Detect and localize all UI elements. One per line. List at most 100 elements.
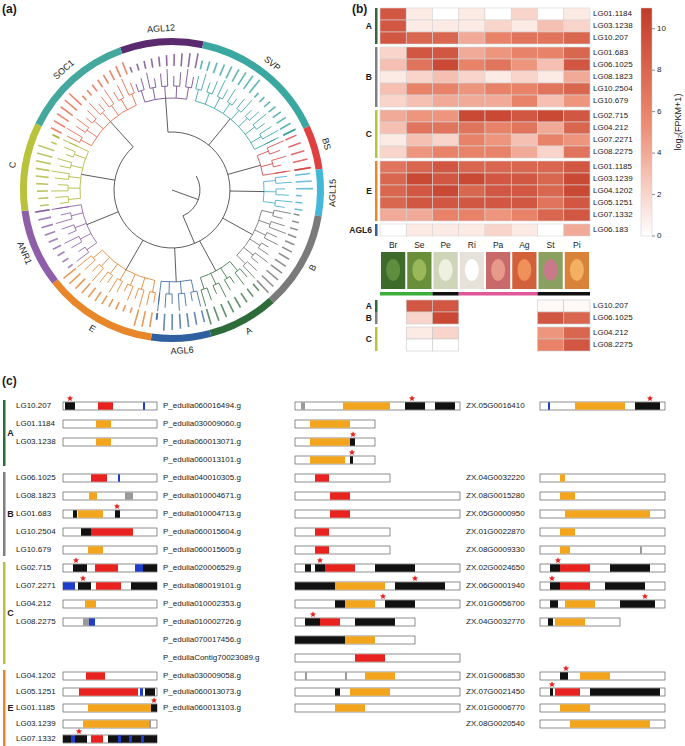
tick-mark [652, 236, 655, 237]
leaf-tick [53, 135, 59, 138]
heatmap-cell [538, 32, 564, 44]
leaf-tick [134, 309, 139, 325]
gene-bar [540, 474, 665, 482]
tick-mark [652, 70, 655, 71]
leaf-tick [156, 313, 158, 319]
leaf-tick [249, 80, 260, 93]
heatmap-cell [406, 185, 432, 197]
leaf-tick [280, 123, 290, 129]
heatmap-cell [433, 134, 459, 146]
tick-mark [652, 153, 655, 154]
clade-ring [210, 298, 274, 337]
tree-branch [104, 90, 114, 104]
clade-label: A [244, 326, 254, 337]
heatmap-cell [538, 224, 564, 236]
tree-branch [52, 171, 70, 174]
heatmap-cell [485, 95, 511, 107]
gene-domain [118, 474, 120, 481]
tree-branch [267, 141, 283, 148]
tissue-photo-detail [491, 259, 505, 281]
tree-branch [200, 278, 204, 289]
heatmap-cell [538, 20, 564, 32]
mutation-star [563, 665, 569, 671]
heatmap-cell [485, 224, 511, 236]
gene-bar [295, 528, 390, 536]
tree-branch [272, 156, 286, 160]
clade-ring [21, 210, 57, 283]
leaf-tick [109, 70, 114, 80]
gene-domain [395, 582, 445, 589]
tree-branch [255, 230, 266, 235]
gene-domain [355, 654, 385, 661]
gene-domain [91, 735, 103, 742]
leaf-tick [36, 176, 49, 177]
gene-bar [295, 688, 460, 696]
group-bar [375, 312, 378, 324]
mutation-star [310, 611, 316, 617]
group-label: E [366, 187, 372, 196]
leaf-tick [95, 292, 101, 301]
gene-label: P_eduliaContig70023089.g [163, 654, 260, 662]
leaf-tick [282, 247, 292, 252]
tree-branch [270, 150, 280, 154]
tree-branch [275, 176, 287, 177]
gene-domain [145, 688, 155, 695]
group-bar [375, 224, 378, 236]
heatmap-cell [406, 224, 432, 236]
clade-label: SVP [262, 55, 282, 73]
heatmap-cell [564, 312, 590, 324]
heatmap-cell [433, 173, 459, 185]
gene-structures [3, 395, 665, 746]
leaf-tick [275, 259, 286, 266]
heatmap-cell [485, 8, 511, 20]
tree-branch [191, 292, 193, 301]
tree-branch [251, 137, 261, 143]
tree-branch [183, 216, 195, 244]
gene-domain [575, 402, 625, 409]
tree-branch [180, 72, 181, 86]
tree-branch [120, 270, 126, 280]
heatmap-cell [459, 224, 485, 236]
heatmap-cell [433, 185, 459, 197]
heatmap [375, 8, 655, 351]
group-bar [3, 670, 6, 746]
leaf-tick [36, 161, 51, 164]
tree-branch [69, 205, 81, 207]
tree-branch [259, 220, 270, 224]
tree-branch [110, 264, 117, 274]
heatmap-cell [433, 59, 459, 71]
heatmap-cell [380, 32, 406, 44]
leaf-tick [295, 201, 302, 203]
tree-branch [78, 146, 89, 151]
leaf-tick [296, 195, 302, 197]
tree-branch [77, 119, 89, 128]
heatmap-cell [538, 95, 564, 107]
tree-branch [269, 227, 286, 233]
tree-branch [114, 92, 119, 101]
heatmap-cell [564, 20, 590, 32]
leaf-tick [75, 279, 85, 289]
heatmap-cell [406, 197, 432, 209]
gene-domain [305, 618, 320, 625]
leaf-tick [285, 135, 296, 140]
gene-label: LG06.1025 [593, 314, 633, 322]
tissue-label: Pa [493, 241, 503, 250]
heatmap-cell [459, 197, 485, 209]
tree-branch [222, 89, 227, 99]
leaf-tick [137, 64, 139, 71]
leaf-tick [267, 270, 278, 280]
heatmap-cell [406, 110, 432, 122]
leaf-tick [163, 314, 166, 331]
tree-branch [178, 294, 179, 311]
gene-domain [65, 402, 75, 409]
tree-branch [117, 85, 123, 97]
heatmap-cell [538, 209, 564, 221]
gene-label: LG04.212 [593, 329, 628, 337]
leaf-tick [52, 135, 59, 138]
tree-branch [117, 281, 123, 292]
tree-branch [185, 293, 187, 306]
tree-branch [191, 280, 194, 292]
clade-label: AGL12 [146, 24, 175, 35]
gene-label: P_edulia060015605.g [163, 546, 241, 554]
gene-label: P_edulia060013073.g [163, 688, 241, 696]
